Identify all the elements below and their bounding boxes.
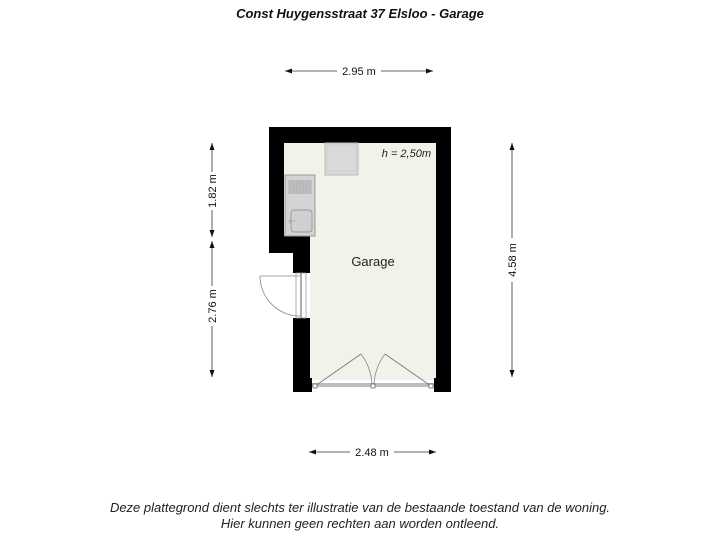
walls	[269, 127, 451, 392]
dimension-top-width: 2.95 m	[285, 66, 433, 78]
svg-text:2.95 m: 2.95 m	[342, 66, 376, 78]
dimension-left-upper: 1.82 m	[207, 143, 219, 237]
ceiling-height-label: h = 2,50m	[382, 148, 431, 160]
svg-text:1.82 m: 1.82 m	[207, 174, 219, 208]
dimension-bottom-width: 2.48 m	[309, 447, 436, 459]
sink-unit	[284, 174, 316, 237]
svg-text:4.58 m: 4.58 m	[507, 243, 519, 277]
disclaimer-line-2: Hier kunnen geen rechten aan worden ontl…	[220, 516, 500, 531]
appliance-box	[324, 142, 359, 176]
dimension-left-lower: 2.76 m	[207, 241, 219, 377]
svg-text:2.48 m: 2.48 m	[355, 447, 389, 459]
dimension-right-height: 4.58 m	[507, 143, 519, 377]
side-door	[259, 272, 307, 319]
double-garage-door	[312, 353, 434, 390]
room-label: Garage	[351, 254, 394, 269]
disclaimer: Deze plattegrond dient slechts ter illus…	[0, 500, 720, 532]
svg-text:2.76 m: 2.76 m	[207, 289, 219, 323]
page-title: Const Huygensstraat 37 Elsloo - Garage	[236, 6, 484, 21]
disclaimer-line-1: Deze plattegrond dient slechts ter illus…	[109, 500, 611, 515]
garage-floor	[284, 143, 436, 388]
